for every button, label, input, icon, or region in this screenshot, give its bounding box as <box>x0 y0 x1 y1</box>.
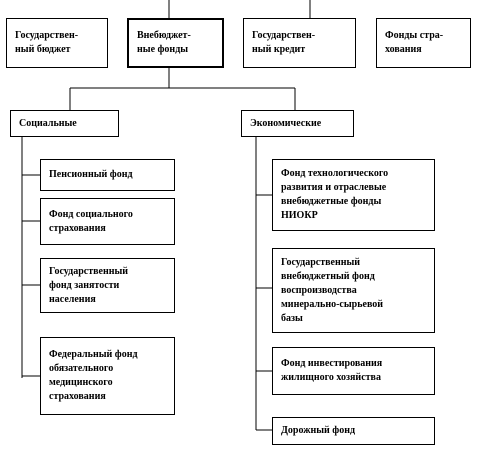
social-item-label: Пенсионный фонд <box>49 169 133 180</box>
social-item-social-insurance-fund: Фонд социального страхования <box>40 198 175 245</box>
social-item-employment-fund: Государственный фонд занятости населения <box>40 258 175 313</box>
social-item-label: Фонд социального страхования <box>49 208 133 234</box>
economic-item-label: Фонд технологического развития и отрасле… <box>281 168 389 221</box>
state-credit-box: Государствен- ный кредит <box>243 18 356 68</box>
social-item-label: Федеральный фонд обязательного медицинск… <box>49 349 138 402</box>
insurance-funds-label: Фонды стра- хования <box>385 30 444 55</box>
economic-item-housing-investment-fund: Фонд инвестирования жилищного хозяйства <box>272 347 435 395</box>
state-budget-label: Государствен- ный бюджет <box>15 30 79 55</box>
economic-item-mineral-base-fund: Государственный внебюджетный фонд воспро… <box>272 248 435 333</box>
extrabudgetary-funds-label: Внебюджет- ные фонды <box>137 30 191 55</box>
state-budget-box: Государствен- ный бюджет <box>6 18 108 68</box>
economic-item-road-fund: Дорожный фонд <box>272 417 435 445</box>
extrabudgetary-funds-box: Внебюджет- ные фонды <box>127 18 224 68</box>
social-item-medical-insurance-fund: Федеральный фонд обязательного медицинск… <box>40 337 175 415</box>
economic-item-technology-fund: Фонд технологического развития и отрасле… <box>272 159 435 231</box>
social-title-box: Социальные <box>10 110 119 137</box>
state-credit-label: Государствен- ный кредит <box>252 30 316 55</box>
social-item-pension-fund: Пенсионный фонд <box>40 159 175 191</box>
economic-item-label: Фонд инвестирования жилищного хозяйства <box>281 358 383 383</box>
insurance-funds-box: Фонды стра- хования <box>376 18 471 68</box>
economic-item-label: Дорожный фонд <box>281 425 356 436</box>
economic-title: Экономические <box>250 117 322 129</box>
economic-title-box: Экономические <box>241 110 354 137</box>
social-item-label: Государственный фонд занятости населения <box>49 265 129 305</box>
economic-item-label: Государственный внебюджетный фонд воспро… <box>281 256 384 324</box>
social-title: Социальные <box>19 117 77 129</box>
